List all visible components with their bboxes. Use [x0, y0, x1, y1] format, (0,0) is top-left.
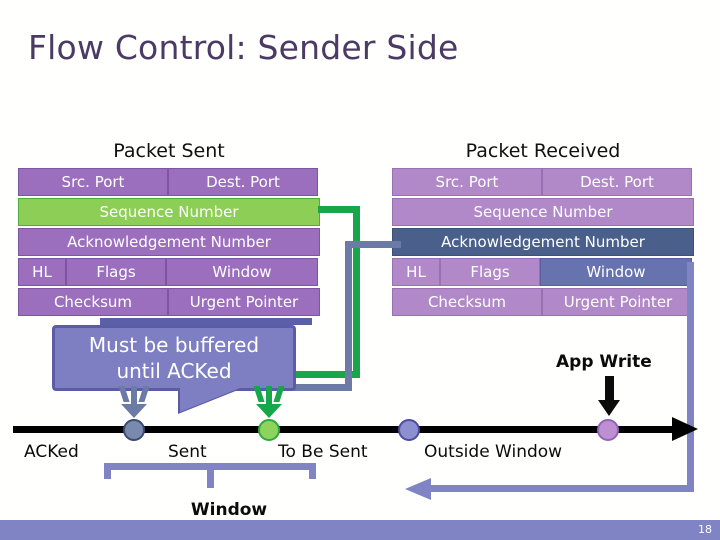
cell-dest-port: Dest. Port: [168, 168, 318, 196]
arrow-head: [598, 400, 620, 416]
cell-ack-number: Acknowledgement Number: [392, 228, 694, 256]
callout-line-2: until ACKed: [116, 359, 232, 383]
slide-number: 18: [698, 523, 712, 536]
cell-urgent-pointer: Urgent Pointer: [542, 288, 694, 316]
cell-window: Window: [540, 258, 692, 286]
packet-sent-underbar: [100, 318, 312, 325]
timeline-label-sent: Sent: [168, 442, 207, 462]
callout-line-1: Must be buffered: [88, 333, 260, 357]
cell-dest-port: Dest. Port: [542, 168, 692, 196]
table-row: HL Flags Window: [392, 258, 694, 286]
cell-src-port: Src. Port: [392, 168, 542, 196]
window-brace-right-cap: [309, 463, 316, 479]
cell-header-length: HL: [18, 258, 66, 286]
callout-tail-icon: [180, 388, 240, 412]
arrow-head: [256, 404, 282, 418]
connector-window-purple-segment: [430, 485, 694, 492]
packet-received-table: Src. Port Dest. Port Sequence Number Ack…: [392, 168, 694, 318]
table-row: Acknowledgement Number: [392, 228, 694, 256]
timeline-arrowhead-icon: [672, 417, 698, 441]
packet-sent-table: Src. Port Dest. Port Sequence Number Ack…: [18, 168, 320, 318]
cell-sequence-number: Sequence Number: [18, 198, 320, 226]
timeline-marker-to-be-sent: [258, 419, 280, 441]
cell-urgent-pointer: Urgent Pointer: [168, 288, 320, 316]
table-row: Src. Port Dest. Port: [392, 168, 694, 196]
connector-sequence-green-segment: [318, 206, 360, 213]
connector-sequence-green-segment: [353, 206, 360, 378]
table-row: Acknowledgement Number: [18, 228, 320, 256]
connector-window-purple-segment: [687, 262, 694, 492]
cell-checksum: Checksum: [392, 288, 542, 316]
timeline-axis: [13, 426, 675, 433]
connector-ack-slate-segment: [345, 241, 401, 248]
table-row: Src. Port Dest. Port: [18, 168, 320, 196]
page-title: Flow Control: Sender Side: [28, 28, 459, 67]
connector-window-arrowhead-icon: [405, 478, 431, 500]
window-brace: [104, 463, 316, 470]
packet-sent-heading: Packet Sent: [113, 140, 225, 162]
table-row: Sequence Number: [18, 198, 320, 226]
window-label: Window: [190, 500, 268, 520]
table-row: Checksum Urgent Pointer: [392, 288, 694, 316]
arrow-stem: [266, 386, 272, 408]
window-brace-stem: [207, 470, 214, 488]
timeline-label-outside-window: Outside Window: [424, 442, 563, 462]
packet-received-heading: Packet Received: [465, 140, 621, 162]
timeline-marker-sent: [123, 419, 145, 441]
arrow-head: [121, 404, 147, 418]
footer-bar: [0, 520, 720, 540]
table-row: Checksum Urgent Pointer: [18, 288, 320, 316]
timeline-label-to-be-sent: To Be Sent: [278, 442, 368, 462]
table-row: HL Flags Window: [18, 258, 320, 286]
cell-header-length: HL: [392, 258, 440, 286]
app-write-label: App Write: [556, 352, 652, 372]
cell-flags: Flags: [440, 258, 540, 286]
cell-src-port: Src. Port: [18, 168, 168, 196]
cell-ack-number: Acknowledgement Number: [18, 228, 320, 256]
table-row: Sequence Number: [392, 198, 694, 226]
callout-buffered-until-acked: Must be buffered until ACKed: [52, 325, 296, 391]
arrow-stem: [131, 386, 137, 408]
timeline-label-acked: ACKed: [24, 442, 79, 462]
cell-flags: Flags: [66, 258, 166, 286]
window-brace-left-cap: [104, 463, 111, 479]
arrow-stem: [605, 376, 614, 404]
timeline-marker-app-write: [597, 419, 619, 441]
connector-sequence-green-segment: [270, 371, 360, 378]
timeline-marker-outside-window: [398, 419, 420, 441]
connector-ack-slate-segment: [345, 241, 352, 391]
cell-window: Window: [166, 258, 318, 286]
cell-checksum: Checksum: [18, 288, 168, 316]
cell-sequence-number: Sequence Number: [392, 198, 694, 226]
